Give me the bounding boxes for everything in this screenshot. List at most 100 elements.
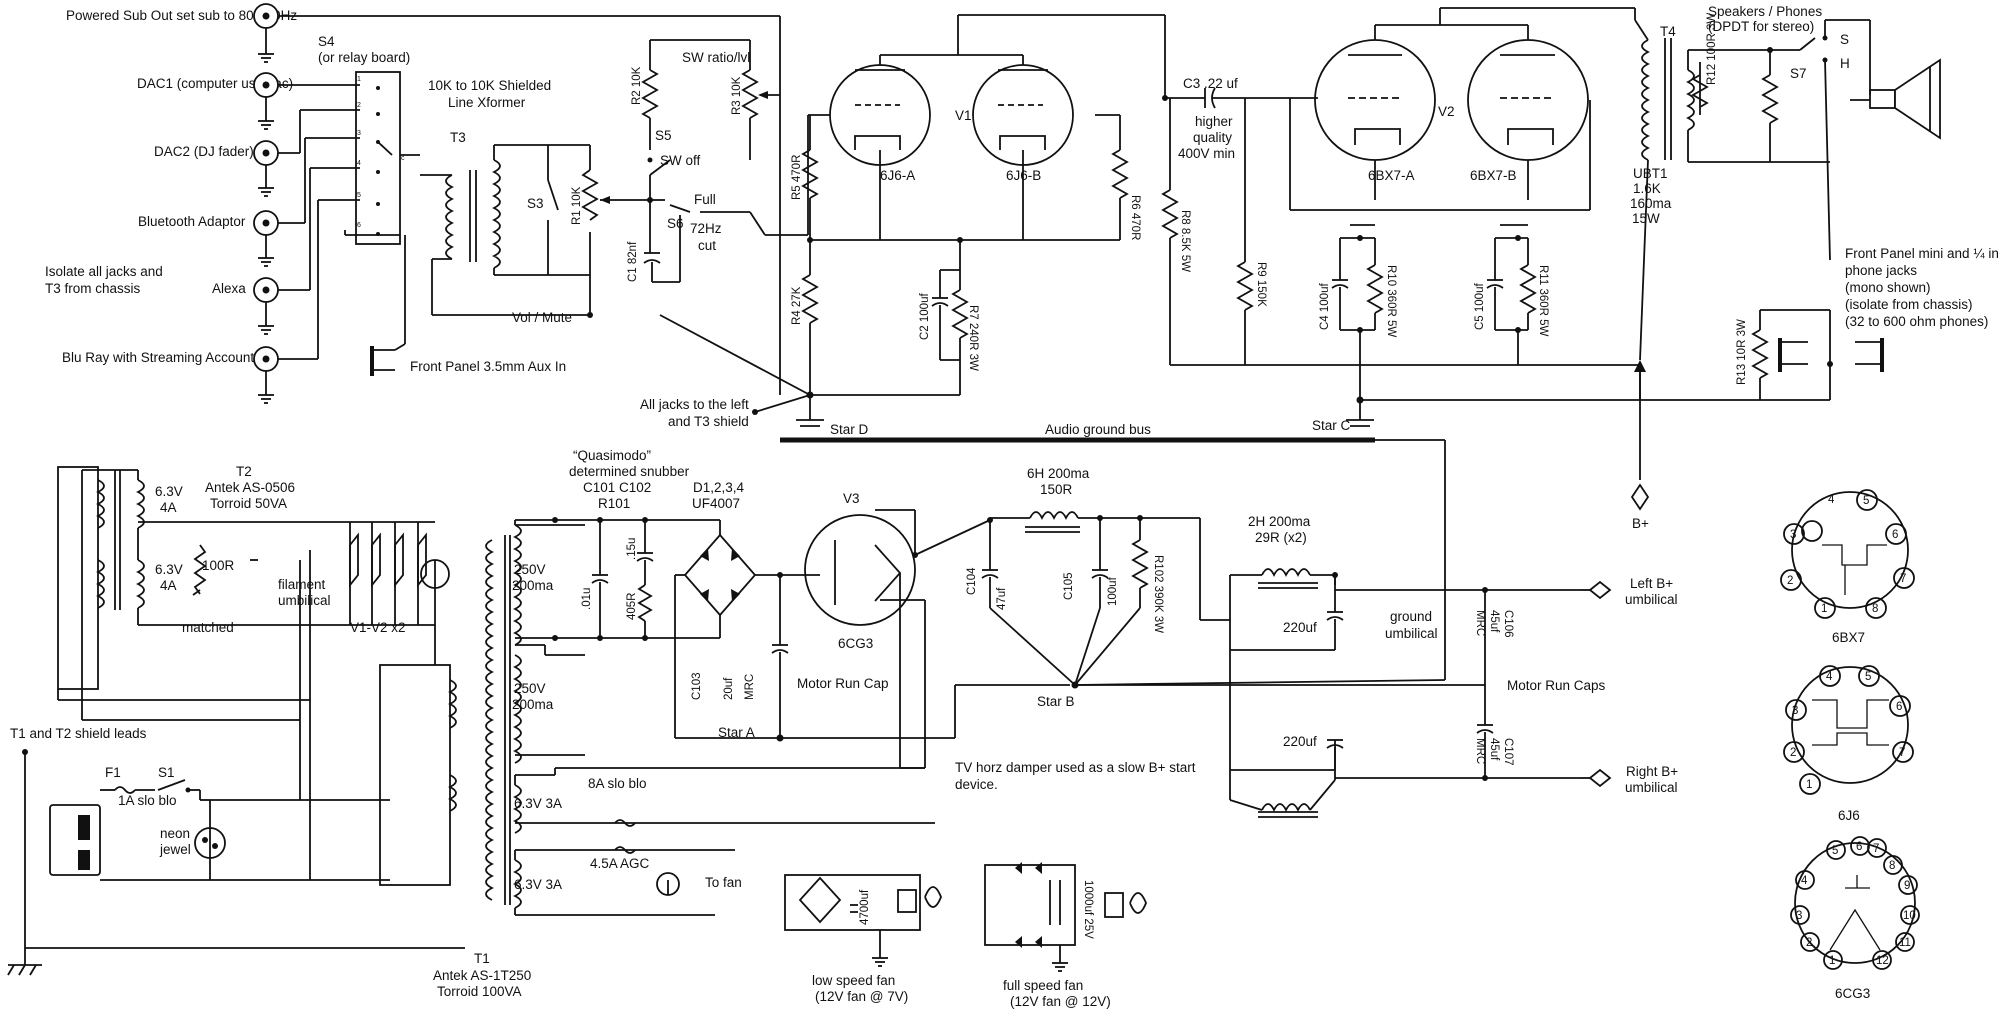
label-vol-mute: Vol / Mute — [512, 310, 572, 325]
fuse-8a-icon — [614, 819, 636, 827]
pin-cg3-11: 11 — [1899, 937, 1911, 949]
label-r13: R13 10R 3W — [1736, 319, 1748, 385]
label-c103: C103 — [691, 673, 703, 701]
fan-full-speed: 1000uf 25V full speed fan (12V fan @ 12V… — [984, 862, 1147, 1009]
label-r8: R8 8.5K 5W — [1179, 210, 1191, 272]
label-c105: C105 — [1063, 573, 1075, 601]
label-c2: C2 100uf — [919, 293, 931, 340]
pin-bx7-2: 2 — [1787, 575, 1793, 587]
neon-jewel-icon — [194, 827, 226, 859]
label-choke2-b: 29R (x2) — [1255, 530, 1307, 545]
label-snub-3: C101 C102 — [583, 480, 651, 495]
jack-alexa — [253, 277, 279, 303]
label-ground: ground — [1390, 609, 1432, 624]
label-star-c: Star C — [1312, 418, 1351, 433]
label-t1-rating: Torroid 100VA — [437, 984, 522, 999]
label-motor-run-caps: Motor Run Caps — [1507, 678, 1606, 693]
label-right-umbilical: umbilical — [1625, 780, 1678, 795]
label-c103b: 20uf — [723, 677, 735, 700]
label-6cg3: 6CG3 — [838, 636, 873, 651]
label-to-fan: To fan — [705, 875, 742, 890]
label-t3-title-2: Line Xformer — [448, 95, 526, 110]
label-6j6-a: 6J6-A — [880, 168, 915, 183]
label-c107c: MRC — [1474, 738, 1486, 764]
label-t2-rating: Torroid 50VA — [210, 496, 287, 511]
label-jewel: jewel — [159, 842, 191, 857]
label-powered-sub: Powered Sub Out set sub to 80-100Hz — [66, 8, 297, 23]
pin-bx7-4: 4 — [1828, 494, 1835, 506]
label-higher: higher — [1195, 114, 1233, 129]
s4-pin-3: 3 — [357, 130, 361, 137]
pin-cg3-1: 1 — [1829, 955, 1835, 967]
label-72hz: 72Hz — [690, 221, 722, 236]
label-400v: 400V min — [1178, 146, 1235, 161]
label-r5: R5 470R — [791, 155, 803, 200]
label-dac2: DAC2 (DJ fader) — [154, 144, 254, 159]
label-r2: R2 10K — [631, 66, 643, 105]
fan-icon-full — [1129, 892, 1147, 914]
tube-v2: V2 6BX7-A 6BX7-B C4 100uf R10 360R 5W — [1289, 7, 1830, 433]
label-200ma-a: 200ma — [512, 578, 554, 593]
label-choke2-a: 2H 200ma — [1248, 514, 1311, 529]
label-d1234: D1,2,3,4 — [693, 480, 745, 495]
phone-jack-left — [1778, 338, 1782, 372]
s4-pin-1: 1 — [357, 76, 361, 83]
label-c107: C107 — [1502, 738, 1514, 766]
pin-j6-4: 4 — [1826, 671, 1833, 683]
pinout-6cg3: 5 6 7 4 8 9 3 10 2 11 1 12 6CG3 — [1790, 836, 1920, 1001]
input-jacks: Powered Sub Out set sub to 80-100Hz DAC1… — [45, 3, 781, 404]
label-left-bplus: Left B+ — [1630, 576, 1673, 591]
label-v2: V2 — [1438, 104, 1455, 119]
label-shield: T1 and T2 shield leads — [10, 726, 147, 741]
label-t1: T1 — [474, 951, 490, 966]
label-t2: T2 — [236, 464, 252, 479]
label-s6: S6 — [667, 216, 684, 231]
pin-j6-7: 7 — [1899, 747, 1905, 759]
label-s4-sub: (or relay board) — [318, 50, 410, 65]
label-alexa: Alexa — [212, 281, 246, 296]
label-c104b: 47uf — [996, 587, 1008, 610]
label-s: S — [1840, 32, 1849, 47]
s4-pin-5: 5 — [357, 192, 361, 199]
pinout-6bx7: 4 5 3 6 2 7 1 8 6BX7 — [1780, 489, 1915, 645]
label-r6: R6 470R — [1129, 195, 1141, 240]
fuse-f1-icon — [114, 786, 136, 794]
pin-cg3-9: 9 — [1904, 880, 1910, 892]
label-r12: R12 100R 3W — [1706, 13, 1718, 85]
iec-inlet — [49, 804, 101, 876]
label-s7: S7 — [1790, 66, 1807, 81]
label-c5: C5 100uf — [1474, 283, 1486, 330]
label-6v3-a: 6.3V — [155, 484, 183, 499]
label-r102: R102 390K 3W — [1152, 555, 1164, 633]
label-6bx7-b: 6BX7-B — [1470, 168, 1517, 183]
label-ratio: SW ratio/lvl — [682, 50, 750, 65]
label-r9: R9 150K — [1255, 262, 1267, 307]
label-cut: cut — [698, 238, 716, 253]
pin-cg3-12: 12 — [1876, 955, 1889, 967]
phone-jack-right — [1880, 338, 1884, 372]
label-snub-2: determined snubber — [569, 464, 690, 479]
pin-j6-3: 3 — [1792, 705, 1798, 717]
label-c106: C106 — [1502, 610, 1514, 638]
label-t3: T3 — [450, 130, 466, 145]
label-220uf-b: 220uf — [1283, 734, 1317, 749]
label-t4: T4 — [1660, 24, 1676, 39]
label-left-umbilical: umbilical — [1625, 592, 1678, 607]
tube-v3: V3 6CG3 TV horz damper used as a slow B+… — [804, 491, 1196, 792]
label-star-b: Star B — [1037, 694, 1075, 709]
pin-bx7-7: 7 — [1900, 573, 1906, 585]
label-220uf-a: 220uf — [1283, 620, 1317, 635]
tube-v1: V1 6J6-A 6J6-B R5 470R R6 470R R4 27K — [640, 14, 1166, 437]
label-fp-1: Front Panel mini and ¼ inch — [1845, 246, 1998, 261]
label-ubt2: 1.6K — [1633, 181, 1661, 196]
label-s4: S4 — [318, 34, 335, 49]
label-r7: R7 240R 3W — [967, 305, 979, 371]
label-250v-b: 250V — [514, 681, 546, 696]
label-choke1-b: 150R — [1040, 482, 1073, 497]
transformer-t3: 10K to 10K Shielded Line Xformer T3 S3 R… — [420, 78, 650, 325]
pin-cg3-7: 7 — [1873, 843, 1879, 855]
pin-cg3-5: 5 — [1832, 845, 1838, 857]
label-star-a: Star A — [718, 725, 755, 740]
label-isolate-2: T3 from chassis — [45, 281, 141, 296]
